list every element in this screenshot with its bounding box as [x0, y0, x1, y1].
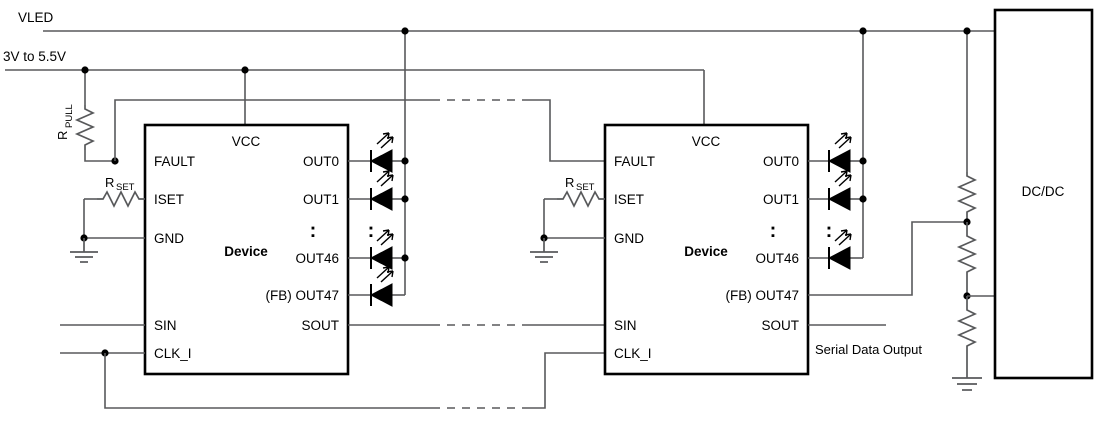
- device-1-name: Device: [224, 244, 268, 259]
- feedback-wire: [808, 221, 967, 296]
- junction-supply-rpull: [81, 66, 89, 74]
- device-2-led1-anode-triangle: [827, 187, 851, 211]
- device-2-out-ellipsis: :: [770, 220, 777, 242]
- device-2-led0-ray-2: [838, 136, 852, 149]
- junction-supply-vcc1: [241, 66, 249, 74]
- device-1-pin-out0: OUT0: [303, 154, 339, 169]
- device-1-body[interactable]: [143, 123, 350, 376]
- device-2-led-ellipsis: :: [826, 220, 833, 242]
- device-1-pin-iset: ISET: [154, 192, 184, 207]
- device-2-led46-ray-1: [834, 229, 848, 242]
- device-1-led47-ray-arrow-2: [386, 270, 394, 278]
- resistor-rpull-sublabel: PULL: [64, 104, 75, 128]
- device-1-led46-node: [401, 254, 409, 262]
- resistor-rpull: [74, 105, 115, 162]
- device-2-rset-label: R: [565, 175, 574, 190]
- device-2-led1-ray-2: [838, 174, 852, 187]
- device-2-rset-sublabel: SET: [576, 182, 595, 193]
- device-2-pin-sout: SOUT: [761, 318, 799, 333]
- device-2-led0-node: [859, 157, 867, 165]
- device-2-pin-out47: (FB) OUT47: [725, 288, 799, 303]
- device-2-led46-ray-arrow-2: [844, 233, 852, 241]
- device-1-rset-zigzag: [97, 190, 145, 208]
- device-1-ground-symbol: [70, 238, 98, 263]
- device-2-led0-ray-arrow-2: [844, 136, 852, 144]
- device-1-led0-ray-1: [376, 132, 390, 145]
- device-2-pin-iset: ISET: [614, 192, 644, 207]
- vled-rail-label: VLED: [18, 10, 54, 25]
- device-1-pin-clk: CLK_I: [154, 346, 192, 361]
- divider-resistor-bottom: [956, 296, 978, 370]
- device-1-led46-ray-arrow-2: [386, 233, 394, 241]
- device-2-pin-out0: OUT0: [763, 154, 799, 169]
- device-1-led46-ray-1: [376, 229, 390, 242]
- device-1-pin-sout: SOUT: [301, 318, 339, 333]
- device-2-led1-ray-arrow-2: [844, 174, 852, 182]
- device-2-led46-ray-2: [838, 233, 852, 246]
- device-1-led0-node: [401, 157, 409, 165]
- device-1-led47-anode-triangle: [369, 283, 393, 307]
- device-1-led0-ray-arrow-2: [386, 136, 394, 144]
- resistor-rpull-zigzag: [74, 105, 96, 150]
- device-1-led1-ray-2: [380, 174, 394, 187]
- device-2-led0-ray-1: [834, 132, 848, 145]
- junction-vled-divider: [963, 27, 971, 35]
- device-1-pin-sin: SIN: [154, 318, 177, 333]
- device-1-led1-anode-triangle: [369, 187, 393, 211]
- device-1-led1-ray-arrow-2: [386, 174, 394, 182]
- divider-resistor-top: [956, 172, 978, 222]
- device-1-led0-ray-2: [380, 136, 394, 149]
- device-2-rset-group: R SET: [543, 175, 605, 239]
- device-1-led-ellipsis: :: [368, 220, 375, 242]
- device-2-led1-node: [859, 195, 867, 203]
- device-2-led0-anode-triangle: [827, 149, 851, 173]
- device-1-pin-out46: OUT46: [295, 251, 339, 266]
- device-1-led1-ray-1: [376, 170, 390, 183]
- device-1-pin-vcc: VCC: [232, 134, 261, 149]
- divider-resistor-middle: [956, 222, 978, 296]
- fault-bus-riser: [114, 99, 432, 161]
- device-1-led1-node: [401, 195, 409, 203]
- device-1-pin-out47: (FB) OUT47: [265, 288, 339, 303]
- resistor-rpull-label: R: [55, 131, 70, 140]
- device-1-pin-fault: FAULT: [154, 154, 195, 169]
- device-1-pin-out1: OUT1: [303, 192, 339, 207]
- device-2-rset-zigzag: [557, 190, 605, 208]
- junction-vled-device2: [859, 27, 867, 35]
- device-2-name: Device: [684, 244, 728, 259]
- device-1-rset-group: R SET: [83, 175, 145, 239]
- device-2-pin-fault: FAULT: [614, 154, 655, 169]
- device-2-pin-out1: OUT1: [763, 192, 799, 207]
- device-1-led47-ray-1: [376, 266, 390, 279]
- device-1-rset-label: R: [105, 175, 114, 190]
- device-2-pin-gnd: GND: [614, 231, 644, 246]
- junction-vled-device1: [401, 27, 409, 35]
- dcdc-body[interactable]: [993, 8, 1094, 380]
- device-2-led1-ray-1: [834, 170, 848, 183]
- serial-data-output-label: Serial Data Output: [815, 342, 922, 357]
- device-2-pin-out46: OUT46: [755, 251, 799, 266]
- supply-rail-label: 3V to 5.5V: [3, 49, 66, 64]
- device-1-rset-sublabel: SET: [116, 182, 135, 193]
- device-2-led46-anode-triangle: [827, 246, 851, 270]
- device-2-pin-sin: SIN: [614, 318, 637, 333]
- feedback-divider-group: [952, 172, 995, 391]
- device-1-out-ellipsis: :: [310, 220, 317, 242]
- clock-bus-segment-2: [525, 352, 605, 409]
- dcdc-label: DC/DC: [1022, 184, 1065, 199]
- fault-bus-to-device2: [525, 99, 605, 162]
- device-2-led-bank: :: [808, 132, 867, 270]
- clock-bus-segment-1: [104, 353, 432, 409]
- device-1-pin-gnd: GND: [154, 231, 184, 246]
- device-2-pin-vcc: VCC: [692, 134, 721, 149]
- device-2-body[interactable]: [603, 123, 810, 376]
- device-1-led46-ray-2: [380, 233, 394, 246]
- device-1-led0-anode-triangle: [369, 149, 393, 173]
- device-1-led46-anode-triangle: [369, 246, 393, 270]
- device-1-led47-ray-2: [380, 270, 394, 283]
- device-2-ground-symbol: [530, 238, 558, 263]
- resistor-rpull-lead-bottom: [84, 150, 115, 162]
- device-1-led-bank: :: [348, 132, 409, 307]
- device-2-pin-clk: CLK_I: [614, 346, 652, 361]
